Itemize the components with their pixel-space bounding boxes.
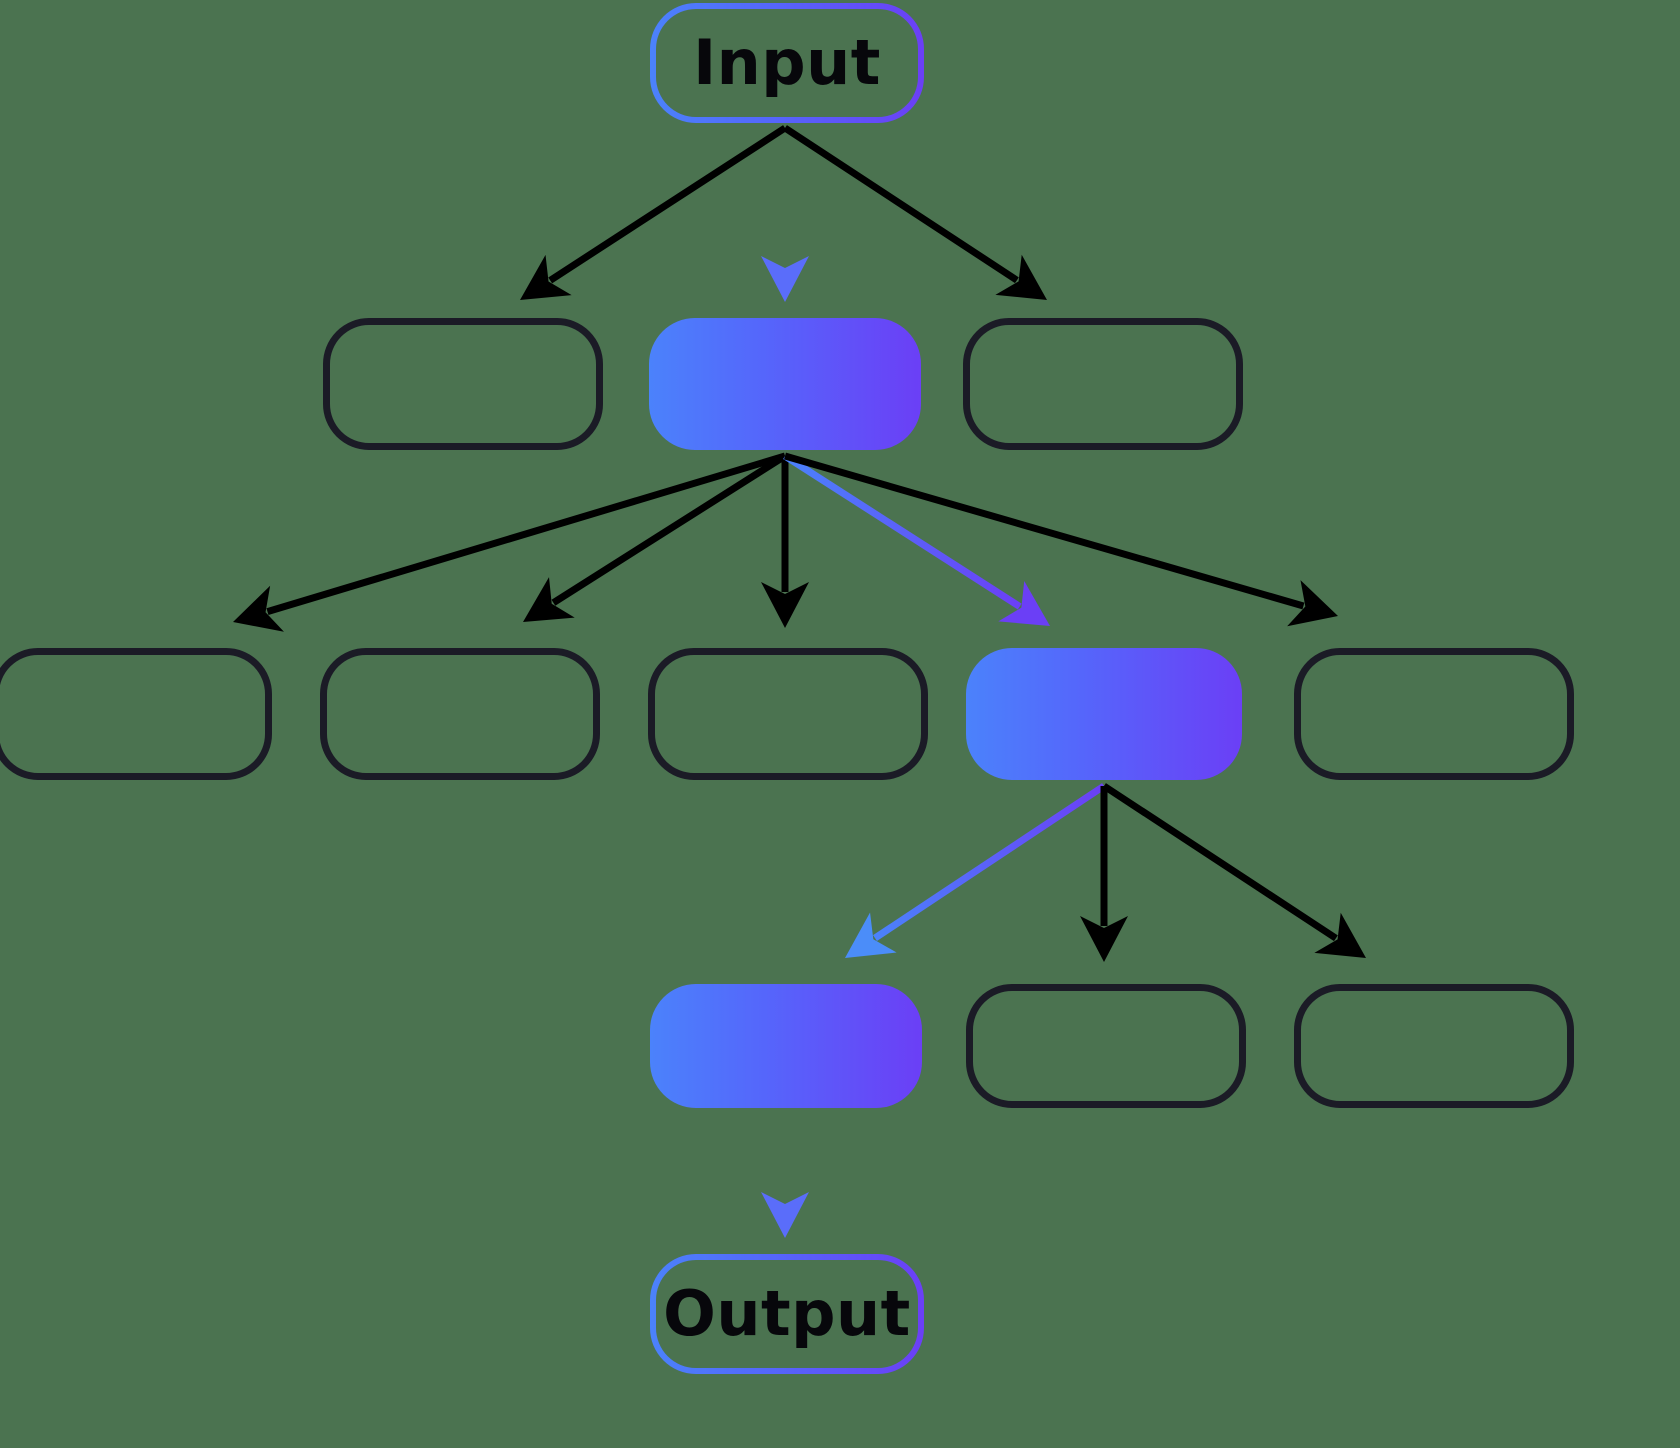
node-l1-n3[interactable]: [963, 318, 1243, 450]
edge-arrowhead-e-l2n4-l3n3: [1314, 912, 1366, 958]
edge-arrowhead-e-l1n2-l2n5: [1287, 580, 1338, 627]
node-l2-n3[interactable]: [648, 648, 928, 780]
edge-arrowhead-e-input-l1n3: [995, 254, 1047, 300]
node-l3-n3[interactable]: [1294, 984, 1574, 1108]
node-l3-n2[interactable]: [966, 984, 1246, 1108]
edge-line-e-l2n4-l3n1: [873, 783, 1106, 941]
edge-line-e-l1n2-l2n1: [266, 452, 787, 615]
edge-line-e-l1n2-l2n5: [784, 452, 1305, 610]
edge-arrowhead-e-l1n2-l2n2: [523, 577, 575, 622]
node-label-input: Input: [693, 26, 881, 99]
node-l1-n2[interactable]: [649, 318, 921, 450]
node-output[interactable]: Output: [650, 1254, 924, 1374]
edge-line-e-l2n4-l3n3: [1102, 783, 1338, 942]
edge-line-e-input-l1n1: [548, 125, 787, 284]
edge-line-e-l1n2-l2n4: [783, 453, 1022, 610]
node-input[interactable]: Input: [650, 3, 924, 123]
edge-arrowhead-e-l2n4-l3n1: [845, 912, 897, 958]
node-l3-n1[interactable]: [650, 984, 922, 1108]
node-l2-n5[interactable]: [1294, 648, 1574, 780]
edge-arrowhead-e-l2n4-l3n2: [1080, 916, 1128, 962]
node-l2-n2[interactable]: [320, 648, 600, 780]
edge-line-e-l1n2-l2n2: [551, 453, 787, 606]
edge-arrowhead-e-l1n2-l2n3: [761, 582, 809, 628]
node-label-output: Output: [663, 1277, 911, 1350]
node-l2-n4[interactable]: [966, 648, 1242, 780]
node-l1-n1[interactable]: [323, 318, 603, 450]
edge-arrowhead-e-input-l1n2: [761, 256, 809, 302]
edge-line-e-input-l1n3: [783, 125, 1019, 284]
edge-arrowhead-e-l1n2-l2n1: [233, 585, 284, 632]
edge-arrowhead-e-l3n1-output: [761, 1192, 809, 1238]
node-l2-n1[interactable]: [0, 648, 272, 780]
edge-arrowhead-e-l1n2-l2n4: [998, 580, 1050, 626]
edge-arrowhead-e-input-l1n1: [520, 254, 572, 300]
